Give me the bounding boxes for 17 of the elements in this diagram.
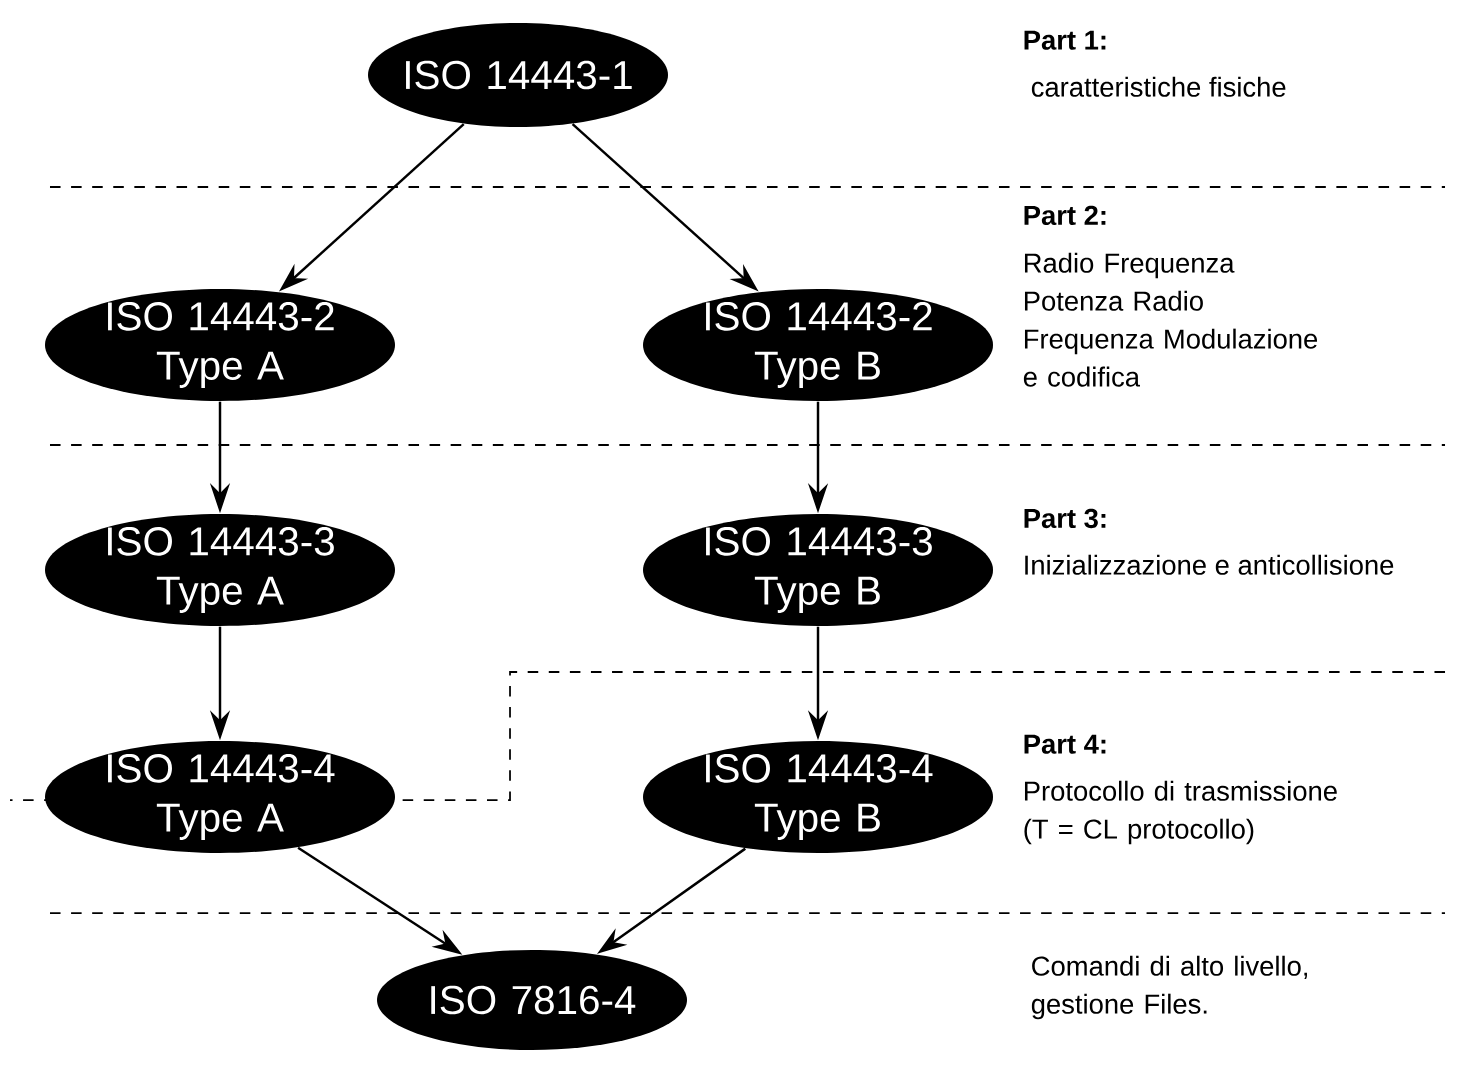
description-text: caratteristiche fisiche [1031,76,1286,97]
ellipse-node: ISO 14443-2 Type A [45,289,395,401]
ellipse-node: ISO 7816-4 [377,950,687,1050]
ellipse-node: ISO 14443-4 Type A [45,741,395,853]
part-heading: Part 2: [1024,205,1106,226]
description-text: Protocollo di trasmissione (T = CL protocollo) [1024,780,1337,845]
part-heading: Part 4: [1024,734,1106,754]
description-text: Radio Frequenza Potenza Radio Frequenza Modulazione e codifica [1023,252,1318,387]
part-heading: Part 1: [1024,30,1106,50]
ellipse-node: ISO 14443-4 Type B [643,741,993,853]
ellipse-node: ISO 14443-3 Type B [643,514,993,626]
part-heading: Part 3: [1024,508,1106,529]
ellipse-node: ISO 14443-2 Type B [643,289,993,401]
ellipse-node: ISO 14443-3 Type A [45,514,395,626]
description-text: Comandi di alto livello, gestione Files. [1031,955,1307,1020]
description-text: Inizializzazione e anticollisione [1025,554,1394,575]
ellipse-node: ISO 14443-1 [368,23,668,127]
